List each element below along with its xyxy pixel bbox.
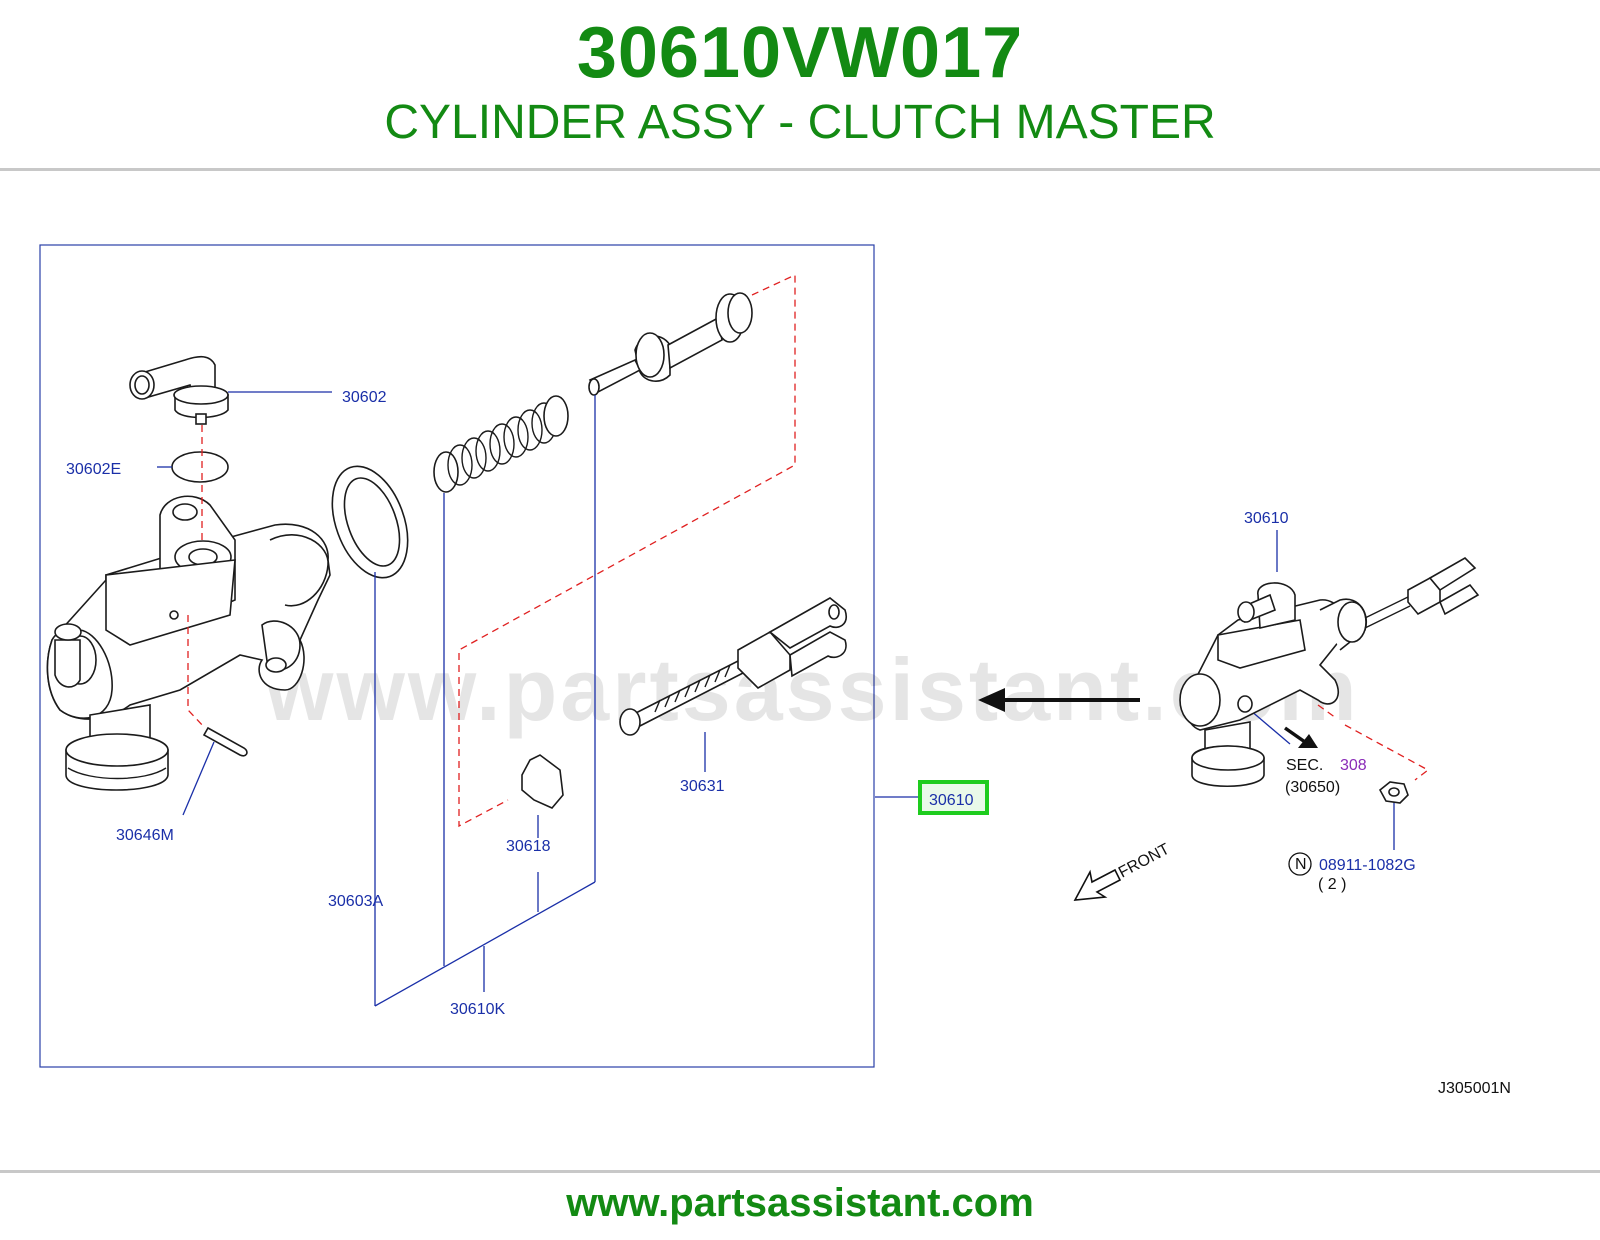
label-30603a[interactable]: 30603A — [328, 893, 383, 910]
label-30610-highlighted[interactable]: 30610 — [929, 792, 974, 809]
footer-divider — [0, 1170, 1600, 1173]
pin-dashline — [187, 615, 206, 729]
label-30646m[interactable]: 30646M — [116, 827, 174, 844]
label-sec-ref: (30650) — [1285, 779, 1340, 796]
highlight-box[interactable] — [918, 780, 989, 815]
label-n-marker: N — [1295, 856, 1307, 873]
label-30610k[interactable]: 30610K — [450, 1001, 505, 1018]
label-08911-1082g[interactable]: 08911-1082G — [1319, 857, 1416, 874]
new-part-marker-icon — [1288, 852, 1312, 876]
roll-pin-drawing — [202, 726, 248, 757]
label-sec-number[interactable]: 308 — [1340, 757, 1367, 774]
label-front: FRONT — [1116, 841, 1173, 882]
spring-drawing — [433, 395, 569, 493]
part-name-subtitle: CYLINDER ASSY - CLUTCH MASTER — [384, 96, 1216, 149]
label-30602[interactable]: 30602 — [342, 389, 387, 406]
label-30610-overview[interactable]: 30610 — [1244, 510, 1289, 527]
label-nut-qty: ( 2 ) — [1318, 876, 1346, 893]
footer-site-url[interactable]: www.partsassistant.com — [566, 1181, 1034, 1225]
page-header: 30610VW017 CYLINDER ASSY - CLUTCH MASTER — [0, 0, 1600, 168]
label-sec: SEC. — [1286, 757, 1323, 774]
part-number-title: 30610VW017 — [576, 13, 1024, 93]
piston-drawing — [588, 292, 753, 396]
diagram-code: J305001N — [1438, 1080, 1511, 1097]
assembly-dashline — [458, 273, 796, 828]
overview-assembly-drawing — [1179, 557, 1480, 804]
reference-arrow — [978, 688, 1140, 712]
reservoir-elbow-drawing — [129, 355, 229, 425]
sec-arrow-icon — [1283, 726, 1318, 748]
detail-frame — [39, 244, 875, 1068]
o-ring-drawing — [171, 451, 229, 483]
label-30631[interactable]: 30631 — [680, 778, 725, 795]
leader-lines — [157, 391, 1395, 1007]
label-30618[interactable]: 30618 — [506, 838, 551, 855]
front-arrow-icon — [1073, 868, 1122, 901]
header-divider — [0, 168, 1600, 171]
gasket-drawing — [521, 754, 564, 809]
push-rod-drawing — [619, 597, 847, 736]
cylinder-body-drawing — [46, 495, 331, 791]
nut-dashline — [1317, 704, 1430, 781]
label-30602e[interactable]: 30602E — [66, 461, 121, 478]
seal-ring-drawing — [331, 465, 409, 579]
